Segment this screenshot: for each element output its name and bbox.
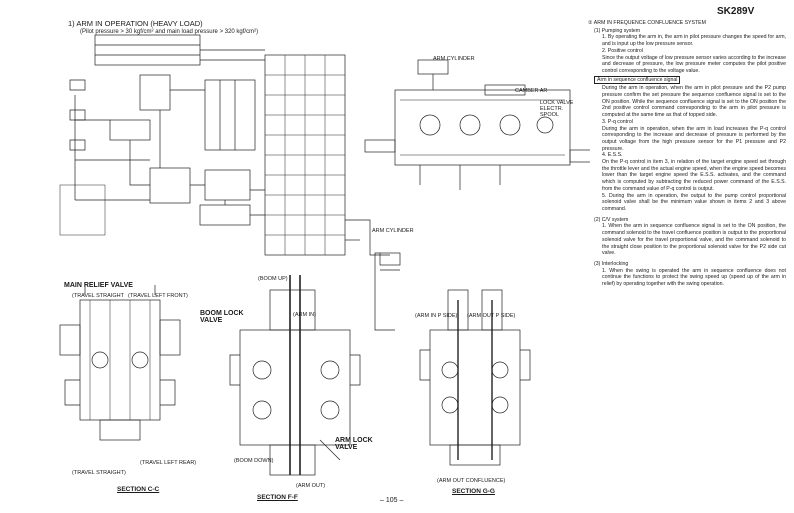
boom-lock-valve-label: BOOM LOCK VALVE <box>200 310 244 324</box>
section-label: (2) C/V system <box>594 216 629 223</box>
arm-cylinder-cutaway <box>364 59 590 190</box>
paragraph: On the P-q control in item 3, in relatio… <box>602 159 786 192</box>
travel-left-rear-label: (TRAVEL LEFT REAR) <box>140 460 197 466</box>
arm-out-confluence-label: (ARM OUT CONFLUENCE) <box>437 478 506 484</box>
travel-straight-bottom-label: (TRAVEL STRAIGHT) <box>72 470 126 476</box>
diagram-title: 1) ARM IN OPERATION (HEAVY LOAD) <box>68 19 203 28</box>
section-label: (1) Pumping system <box>594 27 641 34</box>
paragraph: 3. P-q control <box>602 118 633 125</box>
arm-lock-valve-label: ARM LOCK VALVE <box>335 437 373 451</box>
column-heading: ② ARM IN FREQUENCE CONFLUENCE SYSTEM <box>588 20 706 26</box>
page-number: – 105 – <box>380 497 404 504</box>
arm-out-label: (ARM OUT) <box>296 483 326 489</box>
section-c-c <box>59 285 181 441</box>
paragraph: 4. E.S.S. <box>602 152 623 159</box>
section-f-f <box>229 275 361 476</box>
travel-left-front-label: (TRAVEL LEFT FRONT) <box>128 293 188 299</box>
paragraph: During the arm in operation, when the ar… <box>602 125 786 152</box>
camber-arm-label: CAMBER AR <box>515 88 548 94</box>
paragraph: During the arm in operation, when the ar… <box>602 85 786 119</box>
diagram-subtitle: (Pilot pressure > 30 kgf/cm² and main lo… <box>80 29 259 35</box>
arm-in-label: (ARM IN) <box>293 312 316 318</box>
paragraph: 1. When the swing is operated the arm in… <box>602 267 786 288</box>
section-label: (3) Interlocking <box>594 260 629 267</box>
arm-out-p-side-label: (ARM OUT P SIDE) <box>467 313 516 319</box>
section-g-g <box>419 289 531 466</box>
paragraph: Since the output voltage of low pressure… <box>602 54 786 74</box>
boom-down-label: (BOOM DOWN) <box>234 458 274 464</box>
boxed-section-label: Arm in sequence confluence signal <box>594 75 681 85</box>
main-relief-valve-label: MAIN RELIEF VALVE <box>64 282 133 289</box>
right-text-column: ② ARM IN FREQUENCE CONFLUENCE SYSTEM (1)… <box>588 20 786 288</box>
control-circuit-block <box>59 34 390 256</box>
arm-cylinder-label-mid: ARM CYLINDER <box>372 228 414 234</box>
boom-up-label: (BOOM UP) <box>258 276 288 282</box>
hydraulic-schematic <box>59 34 590 476</box>
paragraph: 5. During the arm in operation, the outp… <box>602 192 786 212</box>
section-f-f-label: SECTION F-F <box>257 494 298 501</box>
paragraph: 1. By operating the arm in, the arm in p… <box>602 34 786 48</box>
lock-valve-electr-label: LOCK VALVE ELECTR. SPOOL <box>540 100 574 118</box>
travel-straight-top-label: (TRAVEL STRAIGHT <box>72 293 124 299</box>
section-g-g-label: SECTION G-G <box>452 488 495 495</box>
paragraph: 1. When the arm in sequence confluence s… <box>602 223 786 257</box>
section-c-c-label: SECTION C-C <box>117 486 160 493</box>
arm-cylinder-label-top: ARM CYLINDER <box>433 56 475 62</box>
arm-in-p-side-label: (ARM IN P SIDE) <box>415 313 458 319</box>
model-code: SK289V <box>717 6 755 17</box>
paragraph: 2. Positive control <box>602 47 643 54</box>
